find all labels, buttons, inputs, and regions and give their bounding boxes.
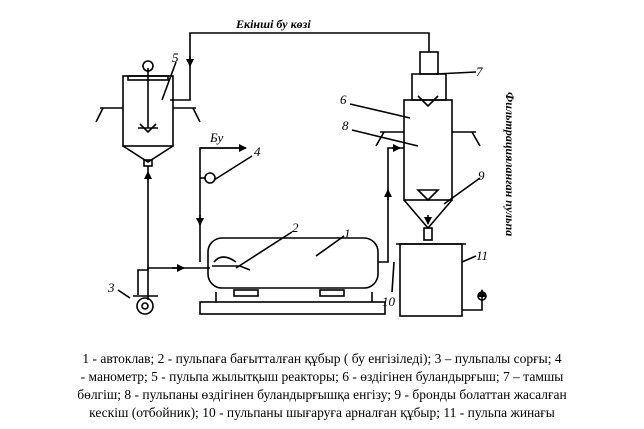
label-number-5: 5 [172,50,179,65]
label-steam: Бу [209,130,224,145]
label-steam-source: Екінші бу көзі [235,17,311,31]
caption-line: 1 - автоклав; 2 - пульпаға бағытталған қ… [82,351,562,366]
label-number-4: 4 [254,144,261,159]
self-evaporator [375,51,481,241]
label-number-3: 3 [107,280,115,295]
reactor-to-pump-pipe [137,166,149,295]
caption-line: бөлгіш; 8 - пульпаны өздігінен буландырғ… [77,387,567,402]
label-number-11: 11 [476,248,488,263]
label-filtrate: Фильтрацияланған пульпа [503,92,517,236]
pulp-collector [396,243,466,317]
label-number-10: 10 [382,294,396,309]
label-number-6: 6 [340,92,347,107]
manometer [200,172,216,184]
label-number-8: 8 [342,118,349,133]
label-number-1: 1 [344,226,351,241]
label-number-7: 7 [476,64,483,79]
label-number-9: 9 [478,168,485,183]
label-number-2: 2 [292,220,299,235]
pulp-pump [133,295,158,315]
process-flow-diagram: Екінші бу көзі Бу Фильтрацияланған пульп… [95,17,517,317]
steam-inlet-pipe [199,147,240,262]
autoclave [199,237,386,315]
secondary-steam-pipe [170,32,430,101]
filtrate-outlet-pipe [462,300,483,311]
caption-line: кескіш (отбойник); 10 - пульпаны шығаруғ… [89,405,555,420]
figure-caption: 1 - автоклав; 2 - пульпаға бағытталған қ… [8,350,636,422]
pulp-heater-reactor [95,60,201,167]
caption-line: - манометр; 5 - пульпа жылытқыш реакторы… [80,369,564,384]
